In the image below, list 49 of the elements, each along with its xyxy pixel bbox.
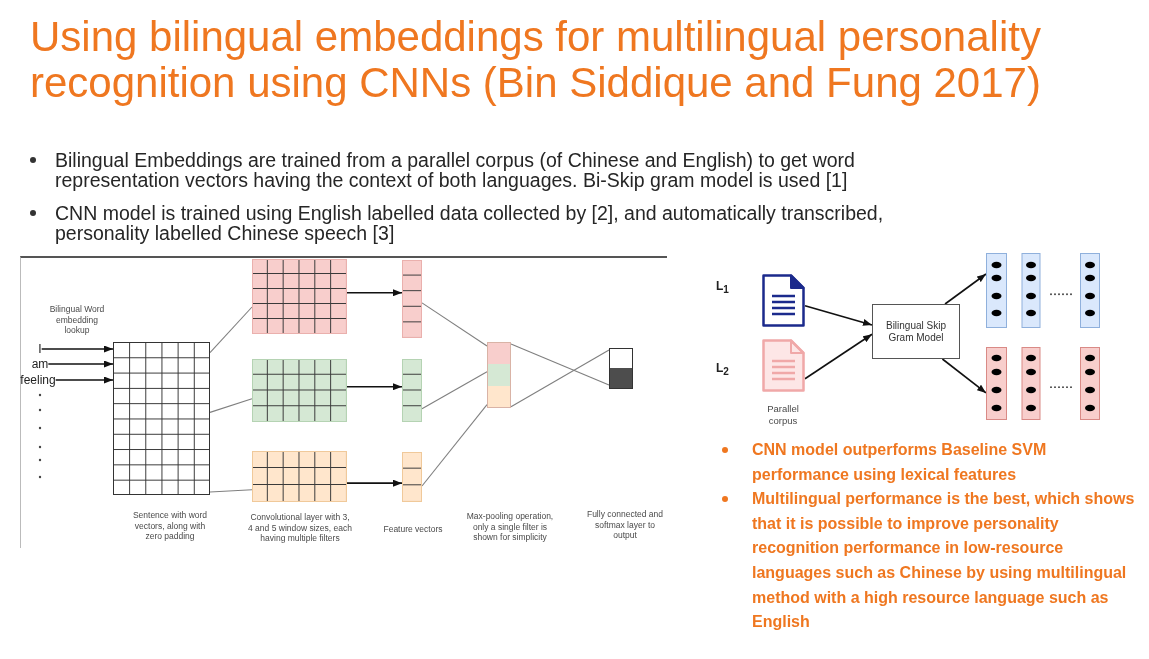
feature-map-grid	[252, 359, 347, 422]
caption: Max-pooling operation, only a single filter is shown for simplicity	[465, 511, 555, 543]
arrow	[804, 333, 873, 380]
bullet-text: Bilingual Embeddings are trained from a parallel corpus (of Chinese and English) to get word representation vectors having the context of both languages. Bi-Skip gram model is used [1]	[55, 150, 856, 190]
bullet-text: Multilingual performance is the best, which shows that it is possible to improve personality recognition performance in low-resource languages such as Chinese by using multilingual method with a high resource language such as English	[752, 489, 1136, 633]
arrow	[346, 479, 403, 487]
feature-map-grid	[252, 259, 347, 334]
caption: Parallel corpus	[766, 403, 800, 427]
caption: Convolutional layer with 3, 4 and 5 window sizes, each having multiple filters	[247, 512, 353, 544]
document-icon	[762, 339, 805, 392]
input-word: I	[38, 342, 42, 356]
connector-line	[209, 489, 253, 493]
caption: Bilingual Word embedding lookup	[48, 304, 106, 336]
language-label: L$_{1}$	[716, 279, 729, 298]
input-word: am	[31, 357, 49, 371]
connector-line	[510, 343, 610, 386]
output-layer	[609, 348, 633, 389]
feature-vector	[402, 452, 422, 502]
connector-line	[510, 349, 610, 408]
connector-line	[209, 306, 253, 354]
feature-vector	[402, 260, 422, 338]
word-vector-set	[986, 347, 1100, 420]
document-icon	[762, 274, 805, 327]
arrow	[346, 383, 403, 391]
language-label: L$_{2}$	[716, 361, 729, 380]
arrow	[804, 305, 873, 326]
connector-line	[421, 404, 488, 487]
connector-line	[209, 398, 253, 413]
arrow	[941, 358, 987, 394]
word-matrix	[113, 342, 210, 495]
caption: Feature vectors	[382, 524, 444, 535]
bullet-text: CNN model is trained using English labelled data collected by [2], and automatically transcribed, personality labelled Chinese speech [3]	[55, 203, 885, 243]
process-box: Bilingual Skip Gram Model	[872, 304, 960, 359]
pooled-vector	[487, 342, 511, 408]
input-word: feeling	[20, 373, 56, 387]
arrow	[346, 289, 403, 297]
arrow	[54, 376, 114, 384]
caption: Sentence with word vectors, along with zero padding	[131, 510, 209, 542]
connector-line	[421, 302, 488, 347]
caption: Fully connected and softmax layer to output	[585, 509, 665, 541]
feature-map-grid	[252, 451, 347, 502]
slide-title: Using bilingual embeddings for multilingual personality recognition using CNNs (Bin Siddique and Fung 2017)	[30, 14, 1042, 106]
bullet-text: CNN model outperforms Baseline SVM performance using lexical features	[752, 440, 1048, 485]
feature-vector	[402, 359, 422, 422]
arrow	[40, 345, 114, 353]
arrow	[944, 273, 987, 305]
word-vector-set	[986, 253, 1100, 328]
arrow	[47, 360, 114, 368]
connector-line	[421, 371, 488, 410]
